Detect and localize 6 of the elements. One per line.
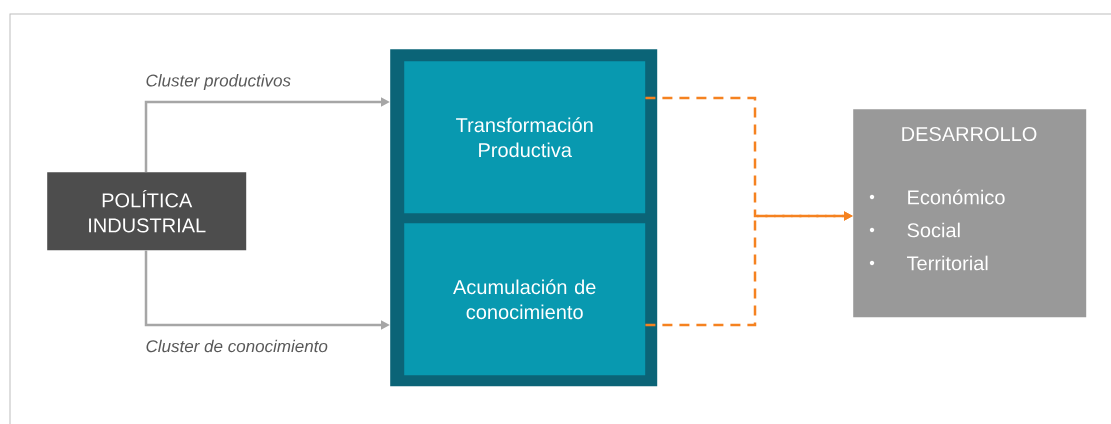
process-box: POLÍTICA INDUSTRIAL [47,172,247,251]
process-box: Transformación Productiva [404,61,646,214]
process-box: Acumulación de conocimiento [404,223,646,376]
result-box: DESARROLLO Económico Social Territorial [853,109,1087,318]
edge-label: Cluster productivos [146,74,291,90]
edge-label: Cluster de conocimiento [146,339,328,353]
